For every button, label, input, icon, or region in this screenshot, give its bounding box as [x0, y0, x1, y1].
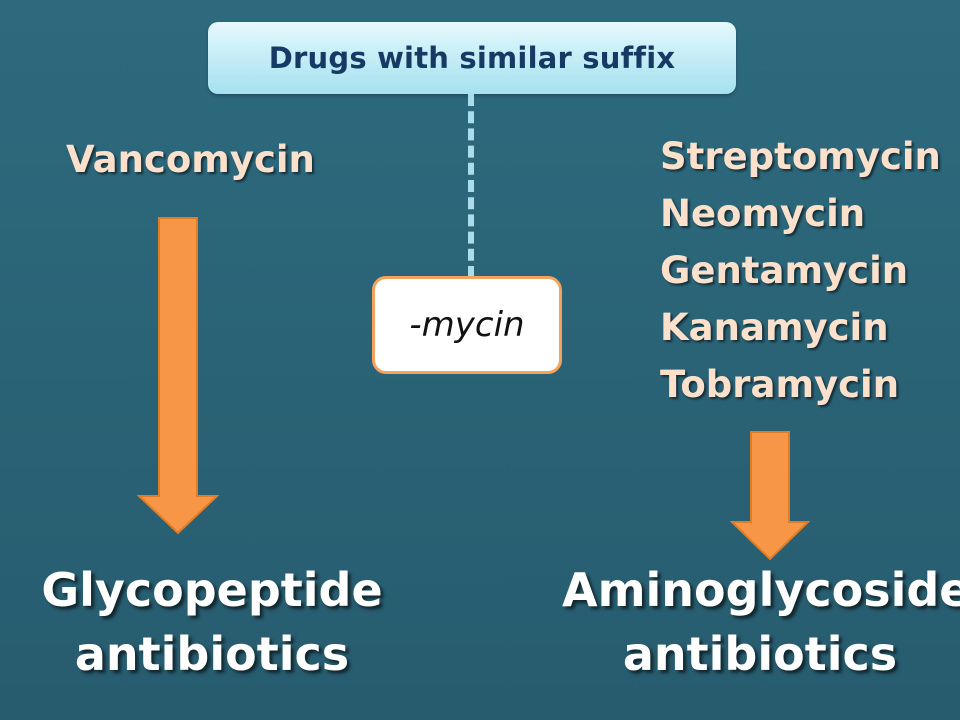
right-drug-name: Streptomycin — [660, 135, 941, 178]
right-class-line1: Aminoglycoside — [562, 563, 960, 617]
suffix-box: -mycin — [372, 276, 562, 374]
right-down-arrow — [730, 431, 810, 561]
left-down-arrow — [136, 217, 220, 535]
right-drug-name: Tobramycin — [660, 363, 900, 406]
right-drug-name: Gentamycin — [660, 249, 909, 292]
left-drug-name: Vancomycin — [66, 138, 315, 181]
right-drug-list: Streptomycin Neomycin Gentamycin Kanamyc… — [660, 128, 941, 413]
diagram-title: Drugs with similar suffix — [268, 41, 676, 75]
right-drug-name: Kanamycin — [660, 306, 889, 349]
dashed-connector — [468, 94, 474, 278]
left-class-line1: Glycopeptide — [41, 563, 383, 617]
left-class-line2: antibiotics — [74, 627, 350, 681]
suffix-label: -mycin — [409, 305, 525, 345]
left-class-label: Glycopeptide antibiotics — [30, 558, 394, 686]
title-box: Drugs with similar suffix — [208, 22, 736, 94]
right-class-line2: antibiotics — [622, 627, 898, 681]
right-class-label: Aminoglycoside antibiotics — [562, 558, 960, 686]
right-drug-name: Neomycin — [660, 192, 866, 235]
